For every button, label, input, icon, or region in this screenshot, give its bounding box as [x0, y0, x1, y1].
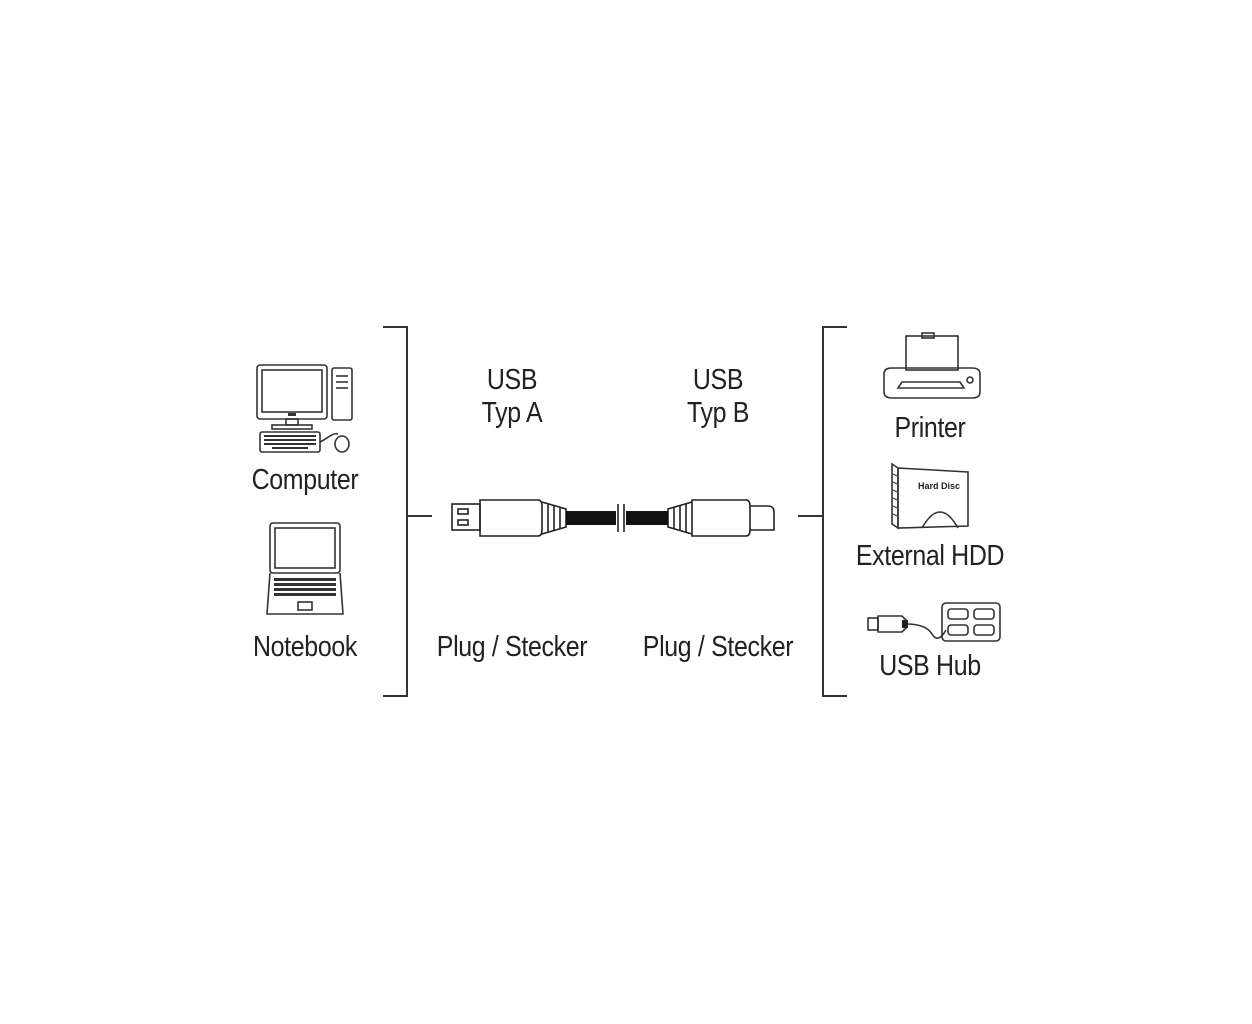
hdd-icon-text: Hard Disc	[918, 481, 960, 491]
usb-type-a-subtitle: Typ A	[481, 397, 543, 429]
printer-label: Printer	[894, 412, 966, 444]
plug-b-label: Plug / Stecker	[642, 631, 794, 663]
notebook-label: Notebook	[252, 631, 358, 663]
usb-cable-icon	[451, 499, 775, 537]
notebook-icon	[266, 522, 344, 615]
usb-type-b-subtitle: Typ B	[686, 397, 750, 429]
plug-a-label: Plug / Stecker	[436, 631, 588, 663]
computer-label: Computer	[251, 464, 359, 496]
external-hdd-label: External HDD	[855, 540, 1005, 572]
printer-icon	[883, 332, 981, 399]
external-hdd-icon: Hard Disc	[891, 462, 969, 530]
usb-hub-label: USB Hub	[879, 650, 981, 682]
desktop-computer-icon	[256, 364, 353, 453]
usb-type-a-title: USB	[486, 364, 538, 396]
usb-hub-icon	[867, 602, 1001, 642]
usb-type-b-title: USB	[692, 364, 744, 396]
